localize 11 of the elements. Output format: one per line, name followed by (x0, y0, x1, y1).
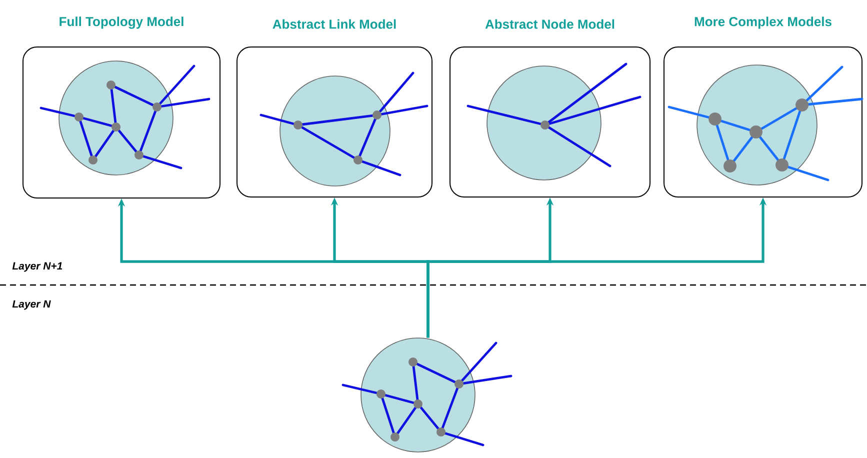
layer-label: Layer N+1 (12, 262, 62, 272)
node-label: Full Topology Model (60, 16, 184, 29)
network-drawing (342, 338, 512, 452)
model-box: More Complex Models (664, 16, 862, 198)
layer-label: Layer N (12, 300, 51, 310)
node-label: Abstract Node Model (485, 19, 614, 29)
model-box: Full Topology Model (22, 16, 220, 198)
node-label: Abstract Link Model (272, 19, 396, 29)
node-label: More Complex Models (694, 16, 832, 29)
model-box: Abstract Node Model (450, 19, 650, 198)
model-box: Abstract Link Model (236, 19, 432, 198)
